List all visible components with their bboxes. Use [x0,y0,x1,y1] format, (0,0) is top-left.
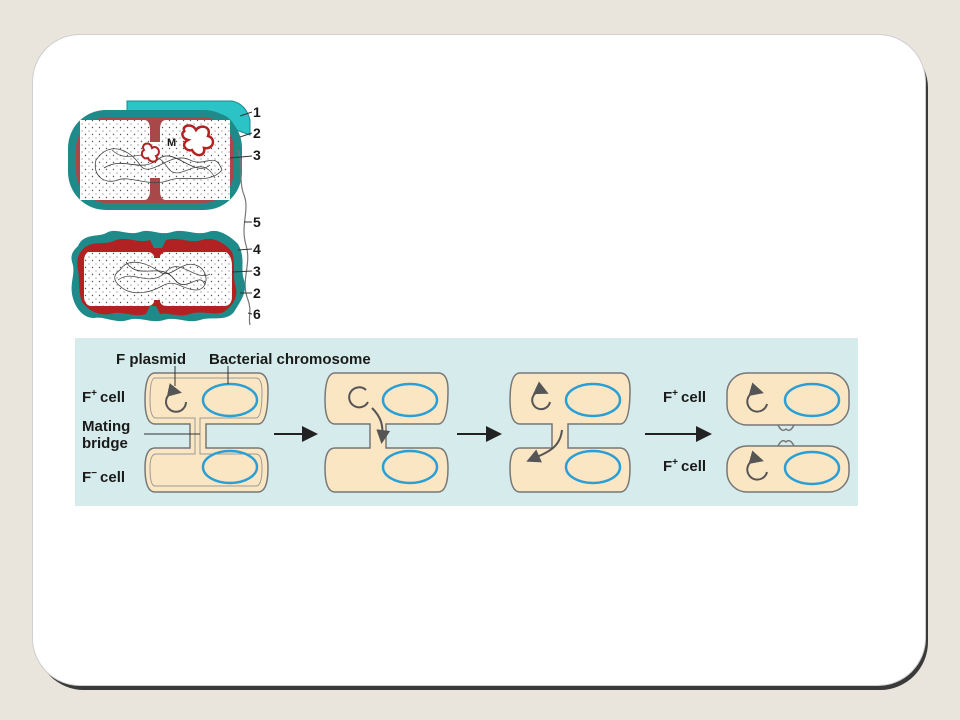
m-label: M [167,137,176,149]
cell-label-group: 1 2 3 5 4 3 2 6 [229,104,261,322]
stage-3-cells [509,372,631,493]
cell-label-3b: 3 [253,263,261,279]
gram-negative-cell [71,230,246,322]
f-plus-result-label-top: F+cell [663,388,706,406]
cell-label-2: 2 [253,125,261,141]
cell-label-4: 4 [253,241,261,257]
cell-label-2b: 2 [253,285,261,301]
f-plasmid-label: F plasmid [116,351,186,368]
f-plus-cell-label: F+cell [82,388,125,406]
f-minus-cell-label: F−cell [82,468,125,486]
gram-positive-cell: M [68,100,251,210]
cell-label-3: 3 [253,147,261,163]
bacterial-chromosome-label: Bacterial chromosome [209,351,371,368]
mating-bridge-label-line1: Mating [82,418,130,435]
stage-4-cells [726,372,850,493]
f-plus-result-label-bottom: F+cell [663,457,706,475]
stage-2-cells [324,372,449,493]
cell-label-6: 6 [253,306,261,322]
flagellum [237,149,251,326]
cell-label-1: 1 [253,104,261,120]
stage-1-cells [144,372,269,493]
cell-label-5: 5 [253,214,261,230]
mating-bridge-label-line2: bridge [82,435,128,452]
